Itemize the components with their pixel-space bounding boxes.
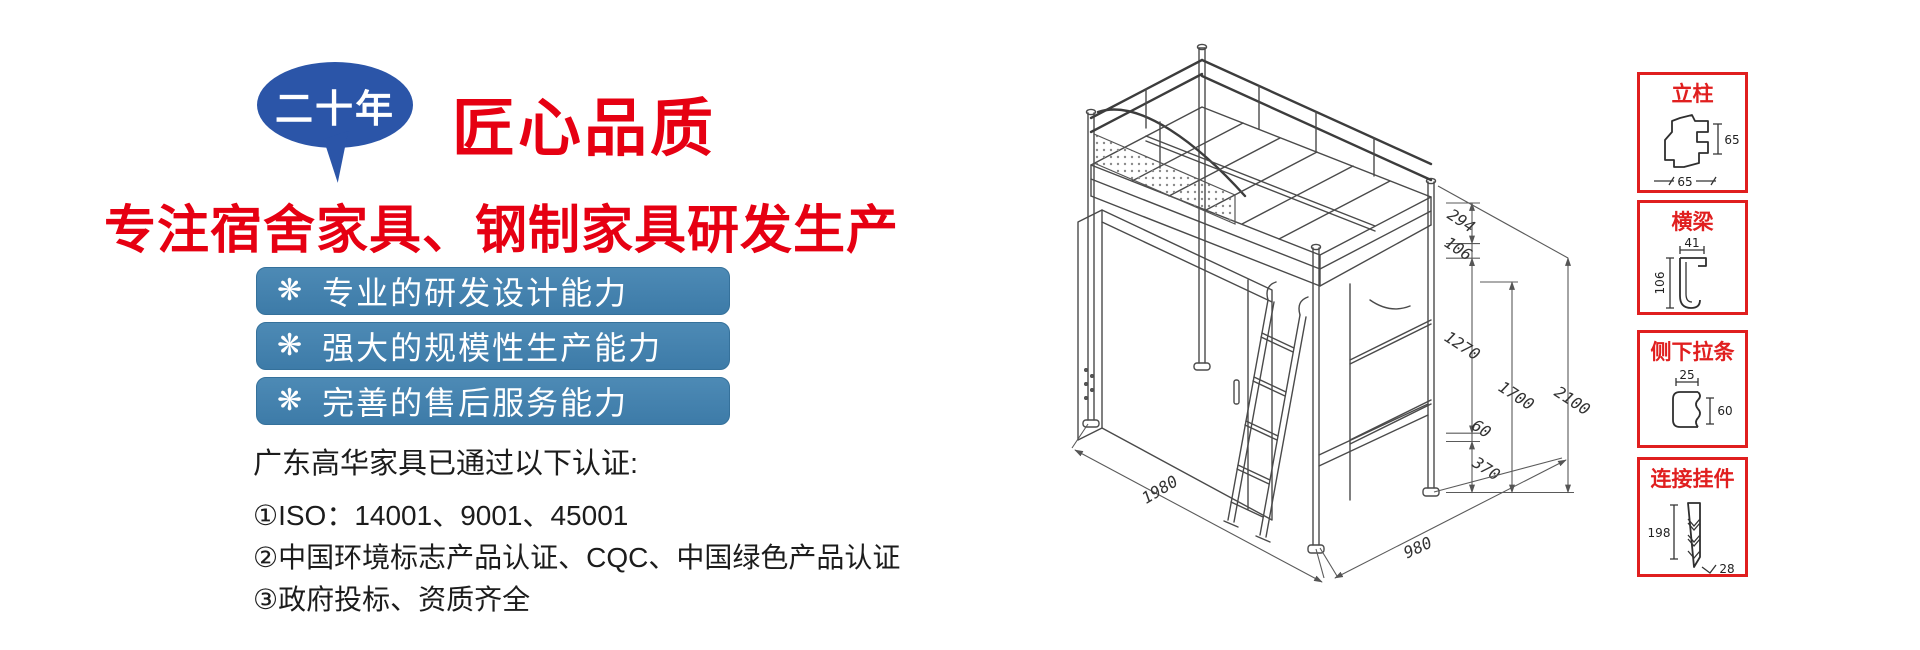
- profile-dim: 28: [1719, 562, 1734, 576]
- profile-dim: 25: [1679, 368, 1694, 382]
- feature-label: 完善的售后服务能力: [322, 385, 629, 421]
- cert-item-env: ②中国环境标志产品认证、CQC、中国绿色产品认证: [253, 542, 901, 573]
- feature-bar-production: ❋ 强大的规模性生产能力: [256, 322, 730, 370]
- profile-card-side-tie: 侧下拉条 25 60: [1637, 330, 1748, 448]
- flower-icon: ❋: [277, 329, 303, 362]
- shelf-section: [1318, 283, 1432, 501]
- profile-dim: 65: [1677, 175, 1692, 189]
- cert-intro: 广东高华家具已通过以下认证:: [253, 448, 639, 480]
- upper-bunk-frame: [1090, 106, 1432, 287]
- connector-profile-drawing: 198 28: [1648, 502, 1735, 576]
- flower-icon: ❋: [277, 274, 303, 307]
- guard-balusters: [1145, 85, 1375, 177]
- loft-bed-technical-drawing: 294 106 1270 1700 2100 60 370 1980 980: [1071, 43, 1594, 583]
- dim-label-1980: 1980: [1138, 472, 1181, 508]
- dim-label-2100: 2100: [1551, 382, 1594, 419]
- profile-dim: 198: [1648, 526, 1671, 540]
- feature-label: 强大的规模性生产能力: [322, 330, 663, 366]
- profile-title: 横梁: [1671, 211, 1714, 234]
- ladder: [1223, 281, 1309, 543]
- dim-label-980: 980: [1401, 533, 1435, 562]
- profile-dim: 106: [1653, 272, 1667, 295]
- beam-profile-drawing: 41 106: [1653, 236, 1707, 309]
- certifications-block: 广东高华家具已通过以下认证: ①ISO：14001、9001、45001 ②中国…: [253, 440, 900, 621]
- side-tie-profile-drawing: 25 60: [1672, 368, 1733, 428]
- years-badge-label: 二十年: [274, 88, 395, 131]
- feature-bar-service: ❋ 完善的售后服务能力: [256, 377, 730, 425]
- dim-label-1270: 1270: [1441, 327, 1484, 364]
- profile-title: 连接挂件: [1650, 468, 1735, 491]
- profile-dim: 65: [1724, 133, 1739, 147]
- column-profile-drawing: 65 65: [1654, 114, 1740, 189]
- cert-item-iso: ①ISO：14001、9001、45001: [253, 500, 629, 531]
- headline: 匠心品质: [452, 94, 716, 164]
- bed-posts: [1082, 43, 1440, 554]
- profile-dim: 60: [1717, 404, 1732, 418]
- slogan: 专注宿舍家具、钢制家具研发生产: [104, 202, 900, 260]
- profile-card-connector: 连接挂件 198 28: [1637, 457, 1748, 577]
- dim-label-370: 370: [1468, 452, 1503, 484]
- flower-icon: ❋: [277, 384, 303, 417]
- feature-list: ❋ 专业的研发设计能力 ❋ 强大的规模性生产能力 ❋ 完善的售后服务能力: [256, 267, 736, 432]
- feature-bar-rd: ❋ 专业的研发设计能力: [256, 267, 730, 315]
- dim-label-294: 294: [1444, 205, 1479, 237]
- cert-item-gov: ③政府投标、资质齐全: [253, 584, 531, 615]
- profile-title: 侧下拉条: [1650, 341, 1735, 364]
- profile-dim: 41: [1684, 236, 1699, 250]
- height-dimensions: 294 106 1270 1700 2100 60 370: [1437, 185, 1594, 494]
- dim-label-106: 106: [1441, 233, 1476, 265]
- years-badge-bubble: 二十年: [257, 62, 413, 148]
- profile-card-beam: 横梁 41 106: [1637, 200, 1748, 315]
- feature-label: 专业的研发设计能力: [322, 275, 629, 311]
- profile-card-column: 立柱 65 65: [1637, 72, 1748, 193]
- profile-title: 立柱: [1671, 83, 1714, 106]
- perforated-safety-panel: [1093, 133, 1236, 225]
- dim-label-1700: 1700: [1495, 377, 1538, 414]
